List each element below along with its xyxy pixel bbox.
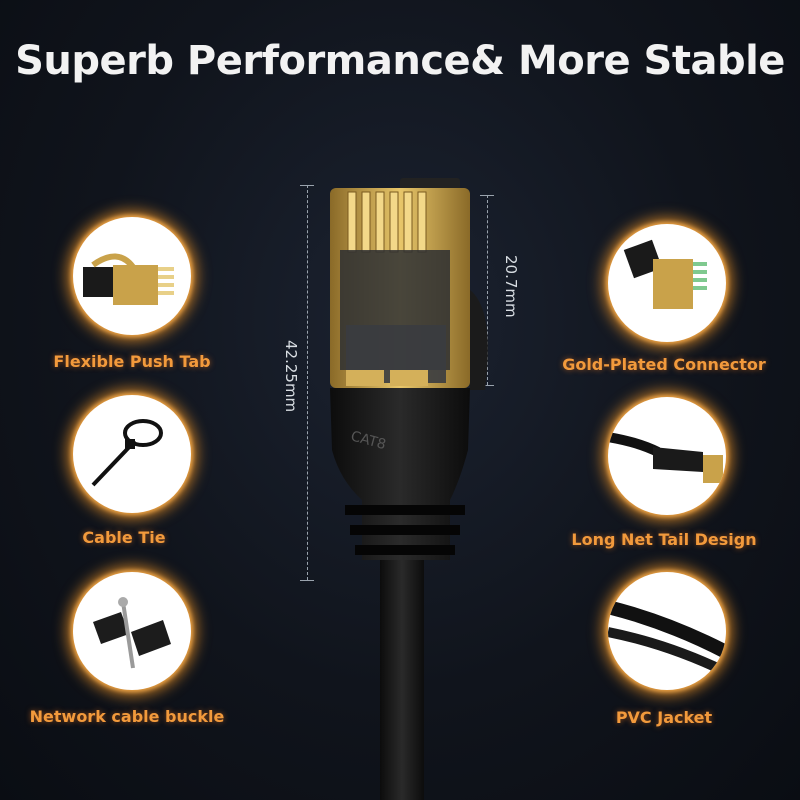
gold-connector-icon [608, 224, 726, 342]
feature-label: Network cable buckle [29, 707, 225, 726]
pvc-jacket-icon [608, 572, 726, 690]
total-length-label: 42.25mm [282, 340, 300, 413]
feature-label: PVC Jacket [615, 708, 713, 727]
feature-label: Gold-Plated Connector [562, 355, 766, 374]
net-tail-icon [608, 397, 726, 515]
cable-buckle-icon [73, 572, 191, 690]
cat8-connector-illustration: CAT8 [330, 178, 488, 800]
feature-label: Long Net Tail Design [571, 530, 757, 549]
feature-label: Flexible Push Tab [53, 352, 211, 371]
push-tab-icon [73, 217, 191, 335]
feature-label: Cable Tie [82, 528, 166, 547]
connector-length-label: 20.7mm [502, 255, 520, 318]
cable-tie-icon [73, 395, 191, 513]
page-title: Superb Performance& More Stable [15, 38, 785, 84]
